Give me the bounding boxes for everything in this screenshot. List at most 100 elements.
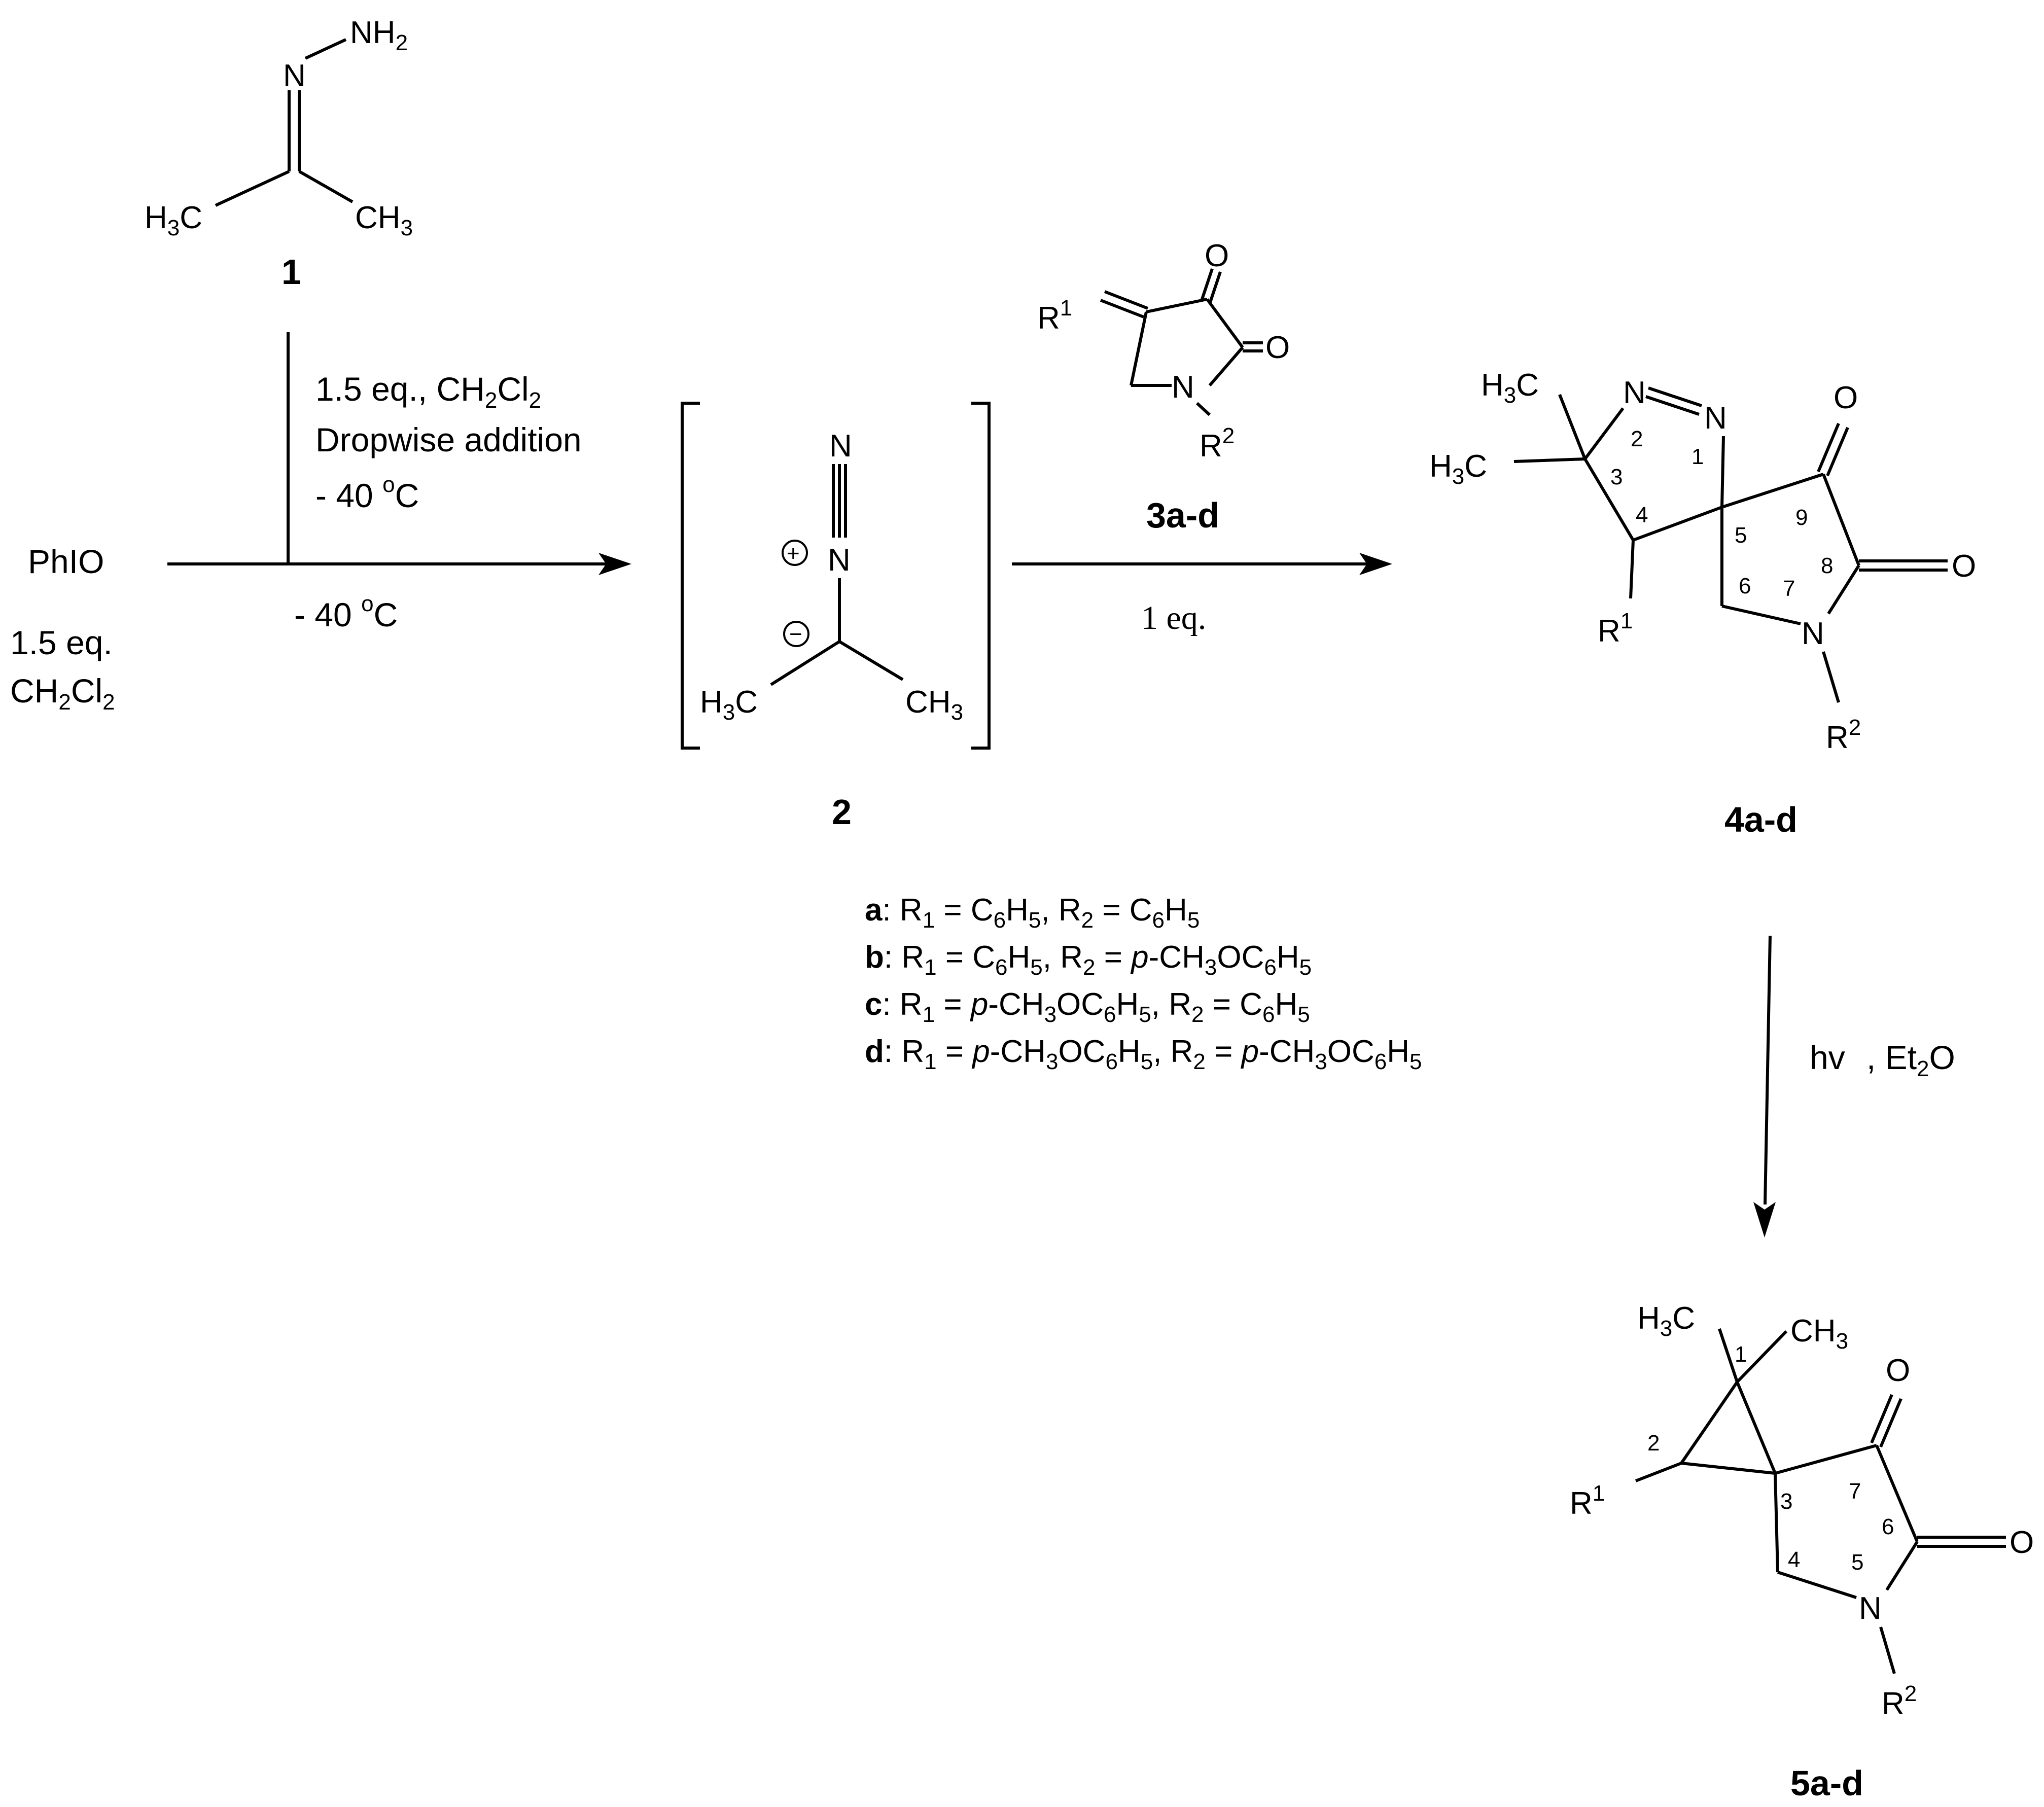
- bond-c7-o-a: [1870, 1394, 1893, 1444]
- atom-nh2: NH2: [350, 15, 408, 55]
- bond-c-ch3-left: [770, 640, 840, 686]
- bond-c1-me1: [1718, 1328, 1739, 1383]
- bond-n7-r2: [1822, 651, 1840, 703]
- ring-num-6: 6: [1739, 574, 1751, 598]
- atom-n-terminal: N: [829, 429, 852, 464]
- ring-num-4: 4: [1636, 503, 1648, 527]
- atom-o-3: O: [1205, 238, 1229, 273]
- atom-n2: N: [1623, 375, 1646, 410]
- bond-c1-c2: [1680, 1381, 1739, 1464]
- bond-n5-r2: [1879, 1626, 1896, 1674]
- arrowhead-2: [1359, 553, 1392, 575]
- variant-d: d: R1 = p-CH3OC6H5, R2 = p-CH3OC6H5: [865, 1034, 1422, 1074]
- bond-c6-n5: [1885, 1541, 1919, 1591]
- variant-b: b: R1 = C6H5, R2 = p-CH3OC6H5: [865, 940, 1312, 980]
- minus-charge-circle: [783, 621, 809, 647]
- bond-c9-c8: [1822, 473, 1860, 566]
- bond-c5-c4: [1130, 311, 1148, 386]
- arrowhead-3: [1753, 1202, 1776, 1237]
- cond-line-3: - 40 oC: [315, 472, 419, 514]
- atom-o-2: O: [1265, 330, 1290, 365]
- atom-n7: N: [1802, 616, 1824, 651]
- arrow-3: [1764, 935, 1772, 1205]
- ring-num-9: 9: [1795, 505, 1808, 530]
- minus-charge: −: [789, 622, 802, 647]
- atom-n1: N: [1704, 401, 1727, 436]
- bond-c3-o-1: [1201, 268, 1214, 300]
- bond-c3-me2: [1513, 457, 1585, 463]
- ring-num-7: 7: [1783, 576, 1795, 601]
- reagent-phio: PhIO: [28, 543, 104, 580]
- step-3: hv , Et2O: [1753, 935, 1955, 1237]
- atom-o7: O: [1886, 1353, 1910, 1388]
- cond-below: - 40 oC: [294, 591, 398, 633]
- ring-num-5: 5: [1735, 523, 1747, 548]
- cond-line-2: Dropwise addition: [315, 421, 582, 458]
- bond-c2-c3: [1681, 1462, 1776, 1475]
- compound-5: H3C CH3 R1 O O N R2 1 2 3 4 5 6: [1570, 1301, 2034, 1803]
- bracket-right: [971, 402, 991, 750]
- bond-n7-c6: [1721, 605, 1801, 625]
- bond-c3-n2: [1583, 407, 1625, 460]
- atom-ch3: CH3: [905, 685, 963, 725]
- variant-a: a: R1 = C6H5, R2 = C6H5: [865, 893, 1200, 933]
- reagent-eq: 1.5 eq.: [10, 624, 113, 661]
- compound-label-5: 5a-d: [1790, 1763, 1863, 1803]
- bond-c7-o-b: [1879, 1398, 1902, 1448]
- ring-num-1: 1: [1735, 1342, 1747, 1367]
- bond-c4-c3: [1146, 298, 1208, 313]
- variant-c: c: R1 = p-CH3OC6H5, R2 = C6H5: [865, 987, 1310, 1027]
- atom-r1: R1: [1037, 296, 1072, 336]
- bond-n-n: [304, 38, 347, 60]
- reagent-solvent: CH2Cl2: [10, 672, 115, 715]
- ring-num-3: 3: [1610, 465, 1623, 489]
- bond-c1-me2: [1736, 1330, 1788, 1384]
- ring-num-8: 8: [1821, 553, 1833, 578]
- bond-n5-c4: [1777, 1571, 1857, 1599]
- atom-h3c: H3C: [700, 685, 758, 725]
- atom-r2: R2: [1826, 715, 1861, 755]
- atom-o9: O: [1834, 380, 1858, 415]
- bond-c9-o-a: [1817, 422, 1840, 473]
- atom-r1: R1: [1570, 1481, 1605, 1521]
- bond-n2-n1-a: [1648, 386, 1702, 407]
- bond-c3-o-2: [1209, 271, 1222, 303]
- atom-h3c: H3C: [1637, 1301, 1695, 1341]
- atom-ch3: CH3: [1790, 1314, 1848, 1354]
- atom-r2: R2: [1200, 423, 1235, 464]
- bond-c2-n: [1208, 346, 1244, 386]
- atom-h3c-top: H3C: [1481, 368, 1539, 408]
- atom-n: N: [283, 58, 306, 93]
- compound-2: N N + − H3C CH3 2: [681, 402, 991, 832]
- bond-c4-c3: [1774, 1473, 1779, 1573]
- bond-c-ch3-right: [298, 170, 354, 203]
- ring-num-2: 2: [1647, 1431, 1660, 1456]
- bond-c-ch3-right: [838, 640, 904, 681]
- ring-num-4: 4: [1788, 1547, 1800, 1572]
- ring-num-7: 7: [1849, 1479, 1861, 1504]
- ring-num-5: 5: [1851, 1550, 1863, 1575]
- atom-o6: O: [2010, 1525, 2034, 1560]
- bond-c7-c6: [1875, 1444, 1919, 1543]
- bond-c4-r1: [1629, 540, 1635, 599]
- bond-c5-c9: [1721, 473, 1824, 509]
- bond-c3-c7: [1775, 1444, 1877, 1475]
- atom-o8: O: [1952, 549, 1976, 584]
- cond-1eq: 1 eq.: [1141, 599, 1206, 636]
- arrowhead-1: [598, 553, 631, 575]
- atom-r2: R2: [1882, 1681, 1917, 1721]
- substituent-table: a: R1 = C6H5, R2 = C6H5 b: R1 = C6H5, R2…: [865, 893, 1422, 1074]
- compound-3: R1 O O N R2 3a-d: [1037, 238, 1290, 535]
- compound-4: H3C H3C N N R1 O O N R2 1: [1429, 368, 1976, 839]
- compound-label-4: 4a-d: [1724, 800, 1798, 839]
- bond-c2-r1: [1635, 1462, 1682, 1482]
- bond-c3-me1: [1558, 394, 1587, 460]
- bond-c3-c4: [1583, 458, 1635, 541]
- atom-n-central: N: [828, 543, 851, 578]
- bond-n2-n1-b: [1645, 395, 1700, 416]
- compound-label-3: 3a-d: [1146, 495, 1219, 535]
- cond-et2o: , Et2O: [1866, 1039, 1955, 1081]
- step-2: 1 eq.: [1012, 553, 1392, 636]
- bond-c-ch3-left: [215, 170, 290, 207]
